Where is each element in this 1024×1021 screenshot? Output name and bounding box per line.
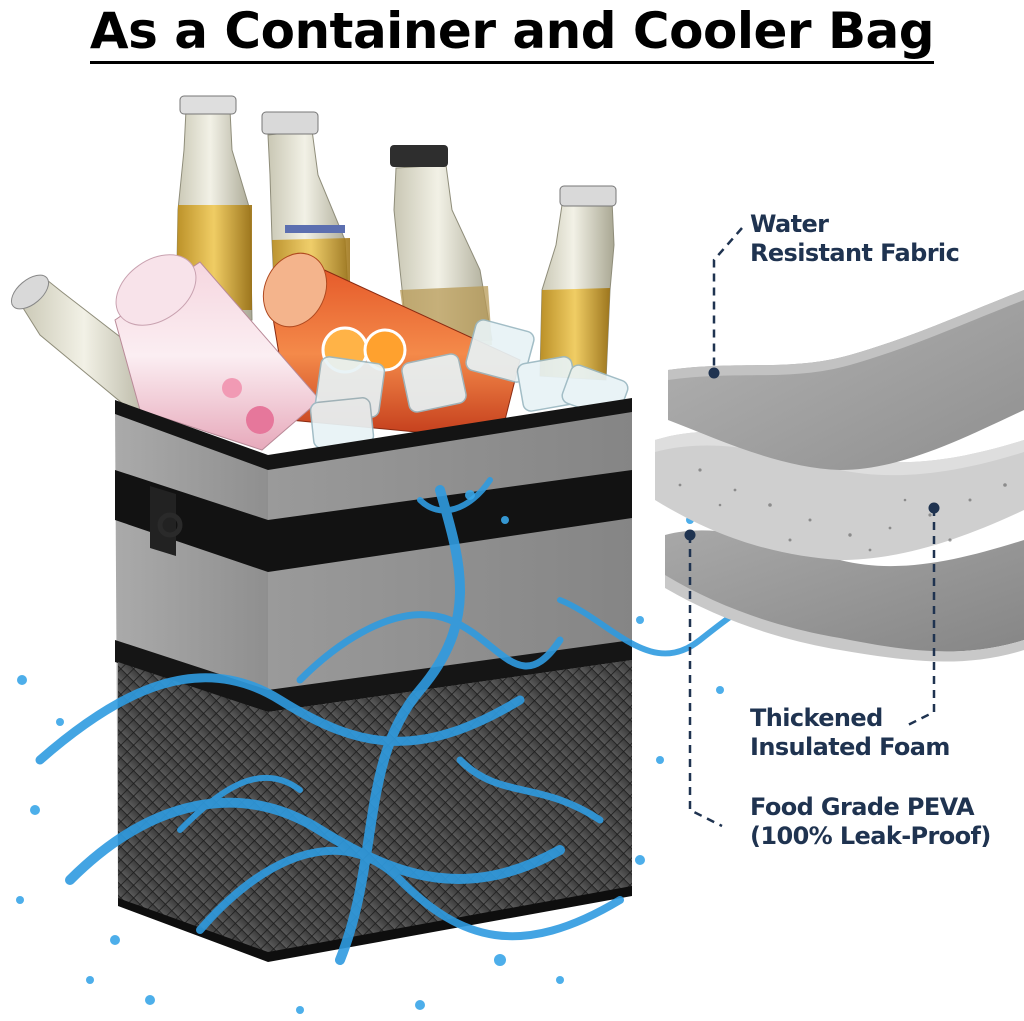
- callout-line: Thickened: [750, 704, 883, 732]
- callout-line: Resistant Fabric: [750, 239, 960, 267]
- headline: As a Container and Cooler Bag: [0, 0, 1024, 64]
- callout-line: Food Grade PEVA: [750, 793, 975, 821]
- callout-insulated-foam: Thickened Insulated Foam: [750, 704, 950, 762]
- callout-leader-lines: [688, 227, 936, 828]
- callout-line: Insulated Foam: [750, 733, 950, 761]
- callout-water-resistant-fabric: Water Resistant Fabric: [750, 210, 960, 268]
- callout-leader-dots: [684, 367, 940, 541]
- headline-text: As a Container and Cooler Bag: [89, 2, 935, 64]
- callout-line: (100% Leak-Proof): [750, 822, 991, 850]
- callout-food-grade-peva: Food Grade PEVA (100% Leak-Proof): [750, 793, 991, 851]
- layer-water-resistant-fabric: [668, 290, 1024, 470]
- can-pink: [114, 254, 321, 451]
- bottle-4: [539, 185, 617, 381]
- callout-line: Water: [750, 210, 829, 238]
- ice-cubes: [309, 319, 629, 449]
